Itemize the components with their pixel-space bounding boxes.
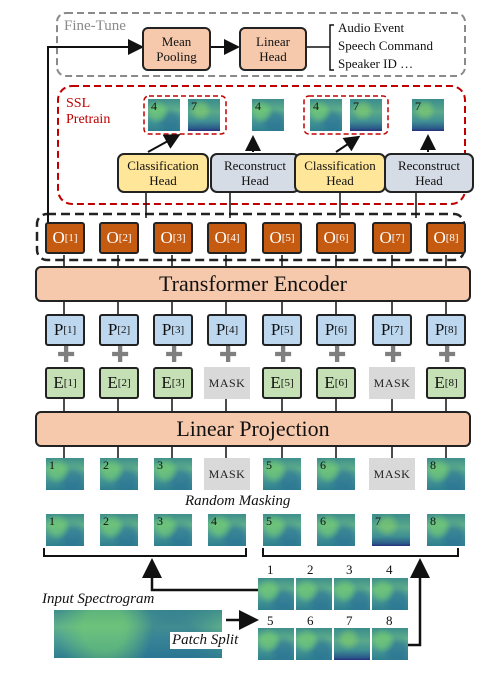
embedding-token-1: E[1] xyxy=(45,367,85,399)
split-label-1: 1 xyxy=(267,562,274,577)
ssl-patch-group-left xyxy=(143,95,227,135)
output-token-8: O[8] xyxy=(426,222,466,254)
ssl-patch-4-a: 4 xyxy=(148,99,180,131)
position-token-3: P[3] xyxy=(153,314,193,346)
embedding-token-8: E[8] xyxy=(426,367,466,399)
output-token-7: O[7] xyxy=(372,222,412,254)
masked-row-patch-1: 1 xyxy=(46,458,84,490)
ssl-pretrain-label: SSL Pretrain xyxy=(66,96,111,127)
ssl-patch-7-a: 7 xyxy=(188,99,220,131)
plus-icon-2: ✚ xyxy=(111,342,130,367)
patch-row-5: 5 xyxy=(263,514,301,546)
split-patch-3 xyxy=(334,578,370,610)
plus-icon-8: ✚ xyxy=(438,342,457,367)
task-speech-command: Speech Command xyxy=(338,38,433,53)
split-patch-4 xyxy=(372,578,408,610)
plus-icon-1: ✚ xyxy=(57,342,76,367)
patch-row-1: 1 xyxy=(46,514,84,546)
embedding-token-5: E[5] xyxy=(262,367,302,399)
reconstruct-head-left: Reconstruct Head xyxy=(210,153,300,193)
transformer-encoder-block: Transformer Encoder xyxy=(35,266,471,302)
task-speaker-id: Speaker ID … xyxy=(338,56,414,71)
embedding-mask-token-7: MASK xyxy=(369,367,415,399)
finetune-label: Fine-Tune xyxy=(64,18,126,34)
ssl-dashed-box xyxy=(57,85,466,205)
embedding-mask-token-4: MASK xyxy=(204,367,250,399)
position-token-2: P[2] xyxy=(99,314,139,346)
split-label-4: 4 xyxy=(386,562,393,577)
output-token-4: O[4] xyxy=(207,222,247,254)
masked-row-mask-4: MASK xyxy=(204,458,250,490)
bracket-left xyxy=(43,548,247,557)
bracket-right xyxy=(262,548,459,557)
split-patch-2 xyxy=(296,578,332,610)
patch-row-2: 2 xyxy=(100,514,138,546)
masked-row-patch-5: 5 xyxy=(263,458,301,490)
position-token-1: P[1] xyxy=(45,314,85,346)
split-patch-5 xyxy=(258,628,294,660)
patch-split-label: Patch Split xyxy=(170,632,241,649)
embedding-token-2: E[2] xyxy=(99,367,139,399)
classification-head-right: Classification Head xyxy=(294,153,386,193)
masked-row-patch-6: 6 xyxy=(317,458,355,490)
classification-head-left: Classification Head xyxy=(117,153,209,193)
masked-row-mask-7: MASK xyxy=(369,458,415,490)
patch-row-7: 7 xyxy=(372,514,410,546)
reconstruct-head-right: Reconstruct Head xyxy=(384,153,474,193)
split-label-2: 2 xyxy=(307,562,314,577)
split-label-8: 8 xyxy=(386,613,393,628)
masked-row-patch-2: 2 xyxy=(100,458,138,490)
input-spectrogram-label: Input Spectrogram xyxy=(42,591,155,607)
mean-pooling-box: Mean Pooling xyxy=(142,27,211,71)
split-patch-7 xyxy=(334,628,370,660)
ssl-patch-4-c: 4 xyxy=(310,99,342,131)
output-token-5: O[5] xyxy=(262,222,302,254)
patch-row-6: 6 xyxy=(317,514,355,546)
linear-head-box: Linear Head xyxy=(239,27,307,71)
ssl-patch-4-b: 4 xyxy=(252,99,284,131)
task-audio-event: Audio Event xyxy=(338,20,405,35)
masked-row-patch-8: 8 xyxy=(427,458,465,490)
split-label-3: 3 xyxy=(346,562,353,577)
plus-icon-3: ✚ xyxy=(165,342,184,367)
split-patch-6 xyxy=(296,628,332,660)
masked-row-patch-3: 3 xyxy=(154,458,192,490)
patch-row-8: 8 xyxy=(427,514,465,546)
plus-icon-6: ✚ xyxy=(328,342,347,367)
embedding-token-3: E[3] xyxy=(153,367,193,399)
position-token-7: P[7] xyxy=(372,314,412,346)
split-label-5: 5 xyxy=(267,613,274,628)
position-token-4: P[4] xyxy=(207,314,247,346)
random-masking-label: Random Masking xyxy=(185,493,291,509)
embedding-token-6: E[6] xyxy=(316,367,356,399)
patch-row-4: 4 xyxy=(208,514,246,546)
split-label-6: 6 xyxy=(307,613,314,628)
patch-row-3: 3 xyxy=(154,514,192,546)
linear-projection-block: Linear Projection xyxy=(35,411,471,447)
ssl-patch-7-b: 7 xyxy=(350,99,382,131)
ssl-patch-group-right xyxy=(303,95,389,135)
ssl-patch-7-c: 7 xyxy=(412,99,444,131)
position-token-5: P[5] xyxy=(262,314,302,346)
output-token-1: O[1] xyxy=(45,222,85,254)
plus-icon-7: ✚ xyxy=(384,342,403,367)
plus-icon-4: ✚ xyxy=(219,342,238,367)
output-token-2: O[2] xyxy=(99,222,139,254)
output-token-3: O[3] xyxy=(153,222,193,254)
split-patch-1 xyxy=(258,578,294,610)
plus-icon-5: ✚ xyxy=(274,342,293,367)
split-patch-8 xyxy=(372,628,408,660)
position-token-6: P[6] xyxy=(316,314,356,346)
output-token-6: O[6] xyxy=(316,222,356,254)
split-label-7: 7 xyxy=(346,613,353,628)
position-token-8: P[8] xyxy=(426,314,466,346)
